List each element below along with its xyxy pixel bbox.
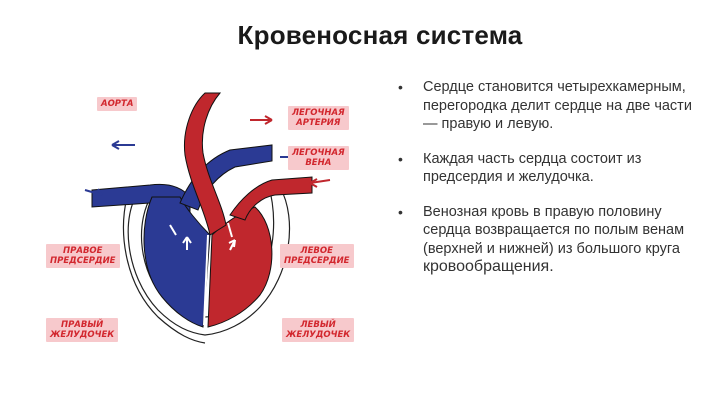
label-pulmonary-vein: ЛЕГОЧНАЯ ВЕНА <box>288 146 349 170</box>
label-right-atrium: ПРАВОЕ ПРЕДСЕРДИЕ <box>46 244 120 268</box>
aorta <box>183 92 227 236</box>
bullet-dot-icon: • <box>398 203 403 220</box>
label-right-ventricle: ПРАВЫЙ ЖЕЛУДОЧЕК <box>46 318 119 342</box>
bullet-item: • Венозная кровь в правую половину сердц… <box>398 203 685 276</box>
label-aorta: АОРТА <box>97 97 138 111</box>
bullet-item: • Каждая часть сердца состоит из предсер… <box>398 150 642 186</box>
bullet-dot-icon: • <box>398 79 403 95</box>
slide-title: Кровеносная система <box>237 20 523 50</box>
pulmonary-vein <box>229 176 313 221</box>
heart-diagram <box>84 92 331 344</box>
label-left-atrium: ЛЕВОЕ ПРЕДСЕРДИЕ <box>280 244 354 268</box>
bullet-tail: кровообращения. <box>423 258 554 275</box>
label-left-ventricle: ЛЕВЫЙ ЖЕЛУДОЧЕК <box>282 318 355 342</box>
bullet-item: • Сердце становится четырехкамерным, пер… <box>398 79 692 132</box>
bullet-dot-icon: • <box>398 150 403 167</box>
bullet-list: • Сердце становится четырехкамерным, пер… <box>395 78 705 293</box>
label-pulmonary-artery: ЛЕГОЧНАЯ АРТЕРИЯ <box>288 106 349 130</box>
right-heart <box>143 196 211 328</box>
